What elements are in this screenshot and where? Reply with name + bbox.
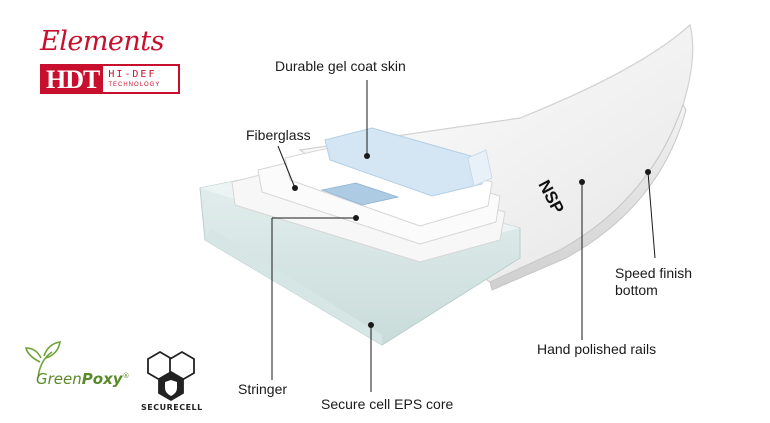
leaf-icon bbox=[24, 341, 61, 379]
label-fiberglass: Fiberglass bbox=[246, 127, 311, 143]
fiberglass-dot bbox=[292, 185, 298, 191]
label-stringer: Stringer bbox=[238, 381, 288, 397]
greenpoxy-suffix: Poxy bbox=[81, 370, 123, 388]
speed-finish-dot bbox=[645, 169, 651, 175]
gel-coat-dot bbox=[364, 153, 370, 159]
rails-dot bbox=[579, 179, 585, 185]
shield-icon bbox=[165, 380, 177, 396]
securecell-logo-text: SECURECELL bbox=[141, 403, 203, 412]
stringer-strip bbox=[320, 182, 400, 206]
greenpoxy-mark: ® bbox=[122, 372, 130, 380]
label-eps-core: Secure cell EPS core bbox=[321, 396, 454, 412]
leader-dots bbox=[292, 153, 651, 328]
label-speed-finish-line-1: Speed finish bbox=[615, 265, 693, 281]
eps-core-dot bbox=[368, 322, 374, 328]
label-speed-finish-line-2: bottom bbox=[615, 282, 658, 298]
label-rails: Hand polished rails bbox=[537, 341, 657, 357]
elements-brand-title: Elements bbox=[40, 26, 165, 57]
surfboard-rail bbox=[489, 103, 687, 291]
hdt-logo-subtext: HI-DEF TECHNOLOGY bbox=[103, 69, 160, 89]
greenpoxy-prefix: Green bbox=[36, 370, 82, 388]
securecell-hexagon-icon bbox=[147, 350, 195, 402]
eps-core-front bbox=[205, 228, 382, 345]
technology-text: TECHNOLOGY bbox=[108, 82, 161, 88]
hi-def-text: HI-DEF bbox=[108, 69, 157, 80]
leader-lines bbox=[271, 80, 656, 392]
gel-coat-fold bbox=[467, 149, 493, 187]
label-gel-coat: Durable gel coat skin bbox=[275, 58, 406, 74]
greenpoxy-logo: GreenPoxy® bbox=[36, 370, 130, 388]
stringer-dot bbox=[353, 215, 359, 221]
hdt-logo: HDT HI-DEF TECHNOLOGY bbox=[40, 64, 180, 94]
hdt-logo-text: HDT bbox=[42, 66, 104, 93]
gel-coat-sheet bbox=[324, 127, 486, 197]
label-speed-finish: Speed finish bottom bbox=[615, 265, 692, 299]
